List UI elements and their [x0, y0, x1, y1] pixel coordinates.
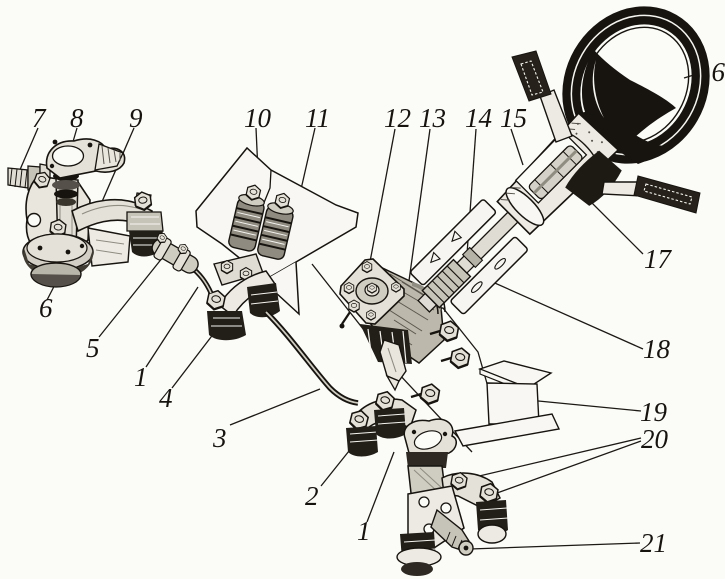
svg-text:12: 12	[384, 103, 411, 133]
svg-text:5: 5	[86, 333, 100, 363]
svg-text:6: 6	[39, 293, 53, 323]
svg-text:15: 15	[500, 103, 527, 133]
svg-text:11: 11	[305, 103, 330, 133]
svg-text:9: 9	[129, 103, 143, 133]
svg-text:8: 8	[70, 103, 84, 133]
svg-text:3: 3	[212, 423, 227, 453]
svg-text:13: 13	[419, 103, 446, 133]
svg-text:14: 14	[465, 103, 492, 133]
svg-text:7: 7	[32, 103, 47, 133]
svg-text:1: 1	[357, 516, 371, 546]
svg-text:4: 4	[159, 383, 173, 413]
svg-text:21: 21	[640, 528, 667, 558]
svg-text:19: 19	[640, 397, 668, 427]
svg-text:20: 20	[641, 424, 669, 454]
svg-text:10: 10	[244, 103, 272, 133]
svg-text:1: 1	[134, 362, 148, 392]
svg-text:2: 2	[305, 481, 319, 511]
svg-text:18: 18	[643, 334, 671, 364]
svg-text:17: 17	[644, 244, 673, 274]
